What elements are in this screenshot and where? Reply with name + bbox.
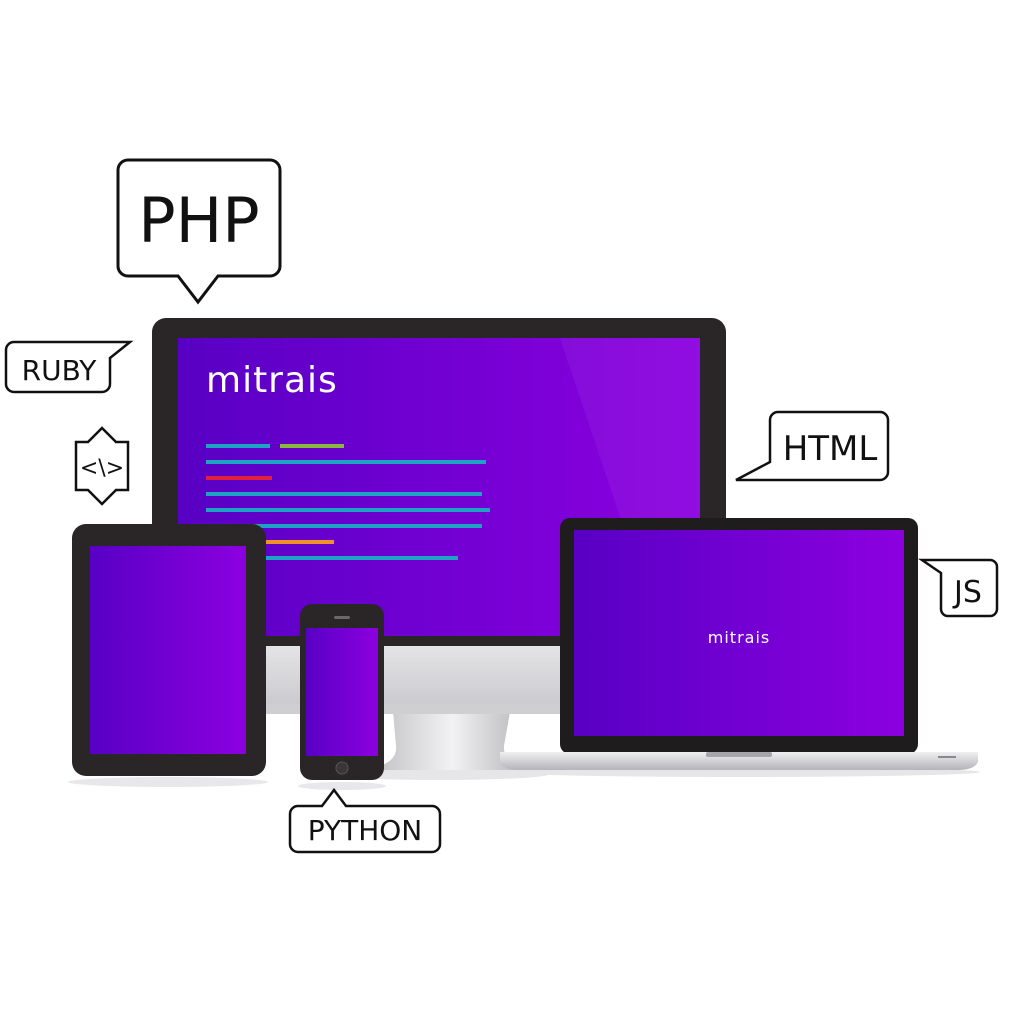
laptop-logo: mitrais xyxy=(708,628,770,647)
code-line xyxy=(206,476,272,480)
code-line xyxy=(206,492,482,496)
phone xyxy=(298,604,386,790)
code-line xyxy=(206,460,486,464)
code-line xyxy=(206,556,458,560)
phone-screen xyxy=(306,628,378,756)
code-label: <\> xyxy=(80,456,124,481)
code-line xyxy=(206,524,482,528)
code-line xyxy=(206,444,270,448)
php-bubble: PHP xyxy=(116,158,282,305)
tablet-screen xyxy=(90,546,246,754)
code-line xyxy=(206,508,490,512)
python-label: PYTHON xyxy=(308,814,423,847)
php-label: PHP xyxy=(138,184,259,257)
code-line xyxy=(280,444,344,448)
html-bubble: HTML xyxy=(735,410,890,482)
code-line xyxy=(206,540,334,544)
python-bubble: PYTHON xyxy=(288,787,442,854)
desktop-logo: mitrais xyxy=(206,360,338,401)
js-bubble: JS xyxy=(917,558,999,618)
laptop-screen xyxy=(574,530,904,736)
js-label: JS xyxy=(952,575,982,610)
tablet xyxy=(68,524,268,787)
code-bubble: <\> xyxy=(74,426,130,506)
html-label: HTML xyxy=(783,429,878,469)
code-lines xyxy=(206,444,490,560)
laptop: mitrais xyxy=(500,518,980,777)
ruby-bubble: RUBY xyxy=(4,340,134,394)
ruby-label: RUBY xyxy=(22,354,98,387)
